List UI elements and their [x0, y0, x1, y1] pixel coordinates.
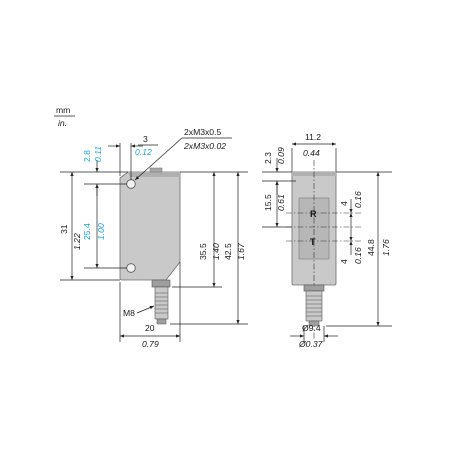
- front-width-mm: 11.2: [305, 132, 321, 142]
- overall-height-in: 1.67: [236, 242, 246, 260]
- thread-label-in: 2xM3x0.02: [183, 141, 226, 151]
- body-height-mm: 31: [59, 224, 69, 234]
- mounting-hole-top: [126, 179, 136, 189]
- lens-height-in: 0.61: [276, 194, 286, 211]
- mounting-hole-bottom: [126, 263, 136, 273]
- front-top-offset-mm: 2.3: [263, 152, 273, 164]
- unit-mm: mm: [56, 105, 70, 115]
- top-to-hole-in: 0.11: [93, 146, 103, 162]
- diameter-mm: Ø9.4: [302, 323, 321, 333]
- side-body: [119, 171, 181, 281]
- hole-spacing-in: 1.00: [96, 223, 106, 240]
- diameter-in: Ø0.37: [298, 339, 324, 349]
- front-view: R T 11.2 0.44 2.3: [262, 132, 392, 349]
- top-to-hole-mm: 2.8: [82, 150, 92, 162]
- front-width-in: 0.44: [303, 148, 320, 158]
- t-offset-mm: 4: [339, 259, 349, 264]
- t-offset-in: 0.16: [353, 247, 363, 264]
- units-legend: mm in.: [54, 105, 75, 128]
- front-top-offset-in: 0.09: [276, 147, 286, 164]
- side-connector: [151, 279, 171, 325]
- receiver-label: R: [310, 209, 317, 219]
- width-in: 0.79: [142, 339, 159, 349]
- front-overall-mm: 44.8: [366, 239, 376, 256]
- r-offset-mm: 4: [339, 201, 349, 206]
- body-height-in: 1.22: [72, 233, 82, 250]
- width-mm: 20: [145, 323, 155, 333]
- transmitter-label: T: [310, 237, 316, 247]
- front-connector: [303, 284, 325, 327]
- lens-height-mm: 15.5: [263, 194, 273, 211]
- side-view: M8 2xM3x0.5 2xM3x0.02 3 0.12 2.8 0.11 25…: [59, 127, 248, 349]
- to-connector-mm: 35.5: [198, 243, 208, 260]
- hole-offset-in: 0.12: [135, 147, 152, 157]
- to-connector-in: 1.40: [211, 243, 221, 260]
- r-offset-in: 0.16: [353, 191, 363, 208]
- overall-height-mm: 42.5: [223, 243, 233, 260]
- unit-in: in.: [58, 118, 67, 128]
- hole-spacing-mm: 25.4: [82, 223, 92, 240]
- front-overall-in: 1.76: [381, 239, 391, 256]
- hole-offset-mm: 3: [143, 134, 148, 144]
- thread-label-mm: 2xM3x0.5: [184, 127, 221, 137]
- connector-label: M8: [123, 308, 135, 318]
